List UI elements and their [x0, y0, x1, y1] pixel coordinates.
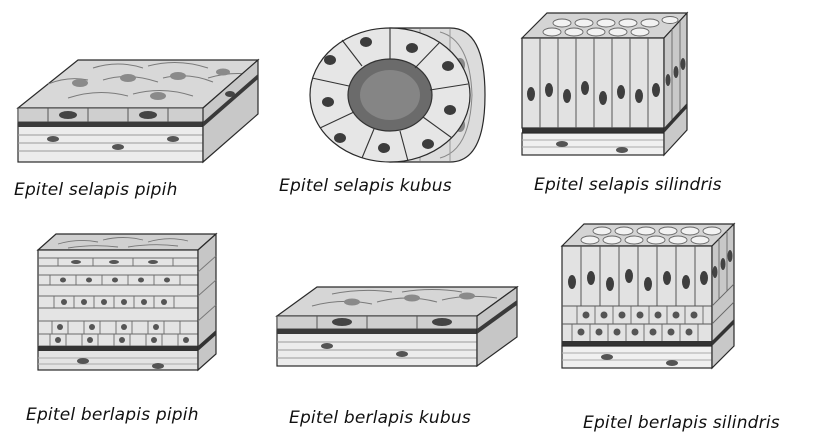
simple-cuboidal-illustration [300, 20, 490, 170]
stratified-squamous-illustration [38, 232, 223, 392]
simple-columnar-illustration [522, 8, 697, 168]
caption-stratified-columnar: Epitel berlapis silindris [583, 413, 780, 433]
caption-simple-columnar: Epitel selapis silindris [534, 175, 722, 195]
caption-simple-squamous: Epitel selapis pipih [14, 180, 178, 200]
stratified-cuboidal-illustration [272, 282, 522, 372]
caption-stratified-squamous: Epitel berlapis pipih [26, 405, 199, 425]
simple-squamous-illustration [8, 38, 273, 168]
stratified-columnar-illustration [562, 220, 742, 380]
caption-simple-cuboidal: Epitel selapis kubus [279, 176, 452, 196]
caption-stratified-cuboidal: Epitel berlapis kubus [289, 408, 471, 428]
